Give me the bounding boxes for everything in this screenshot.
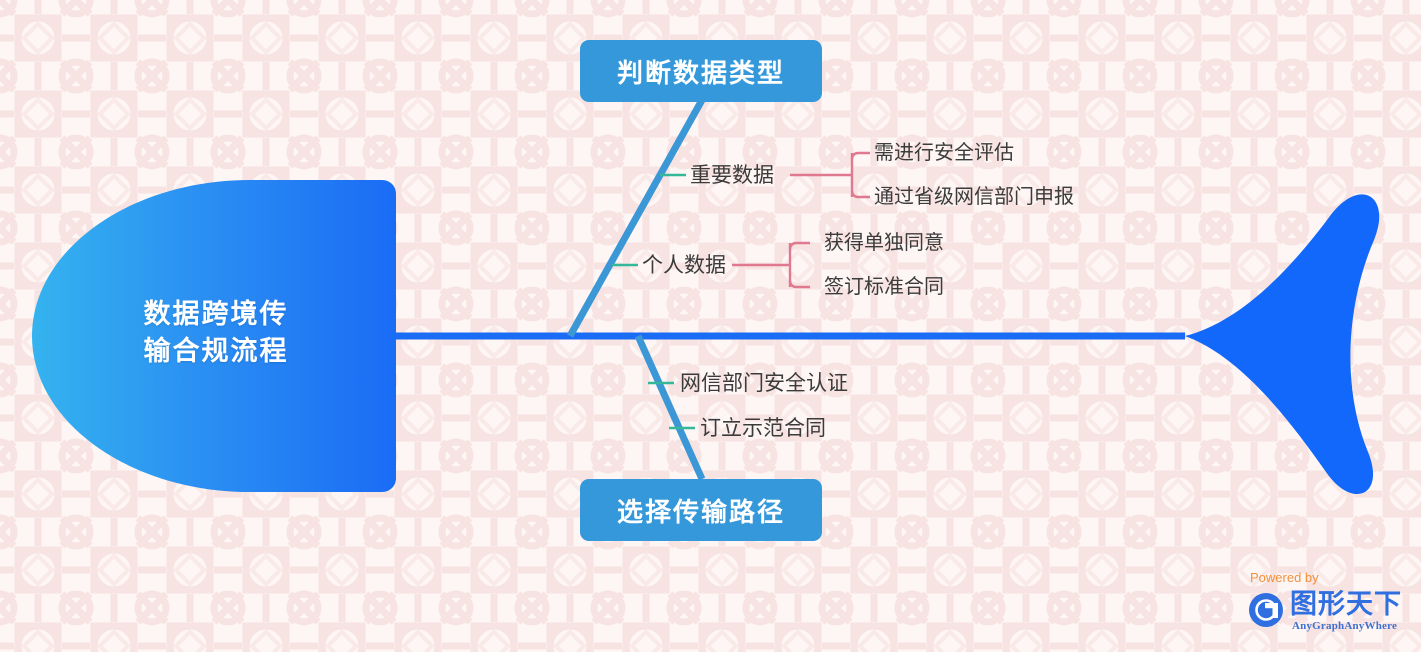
fish-head-title-line2: 输合规流程 <box>143 335 289 366</box>
tuxingtianxia-logo-icon <box>1249 593 1283 627</box>
sub-label-standard-contract[interactable]: 签订标准合同 <box>824 276 944 298</box>
branch-label-model-contract[interactable]: 订立示范合同 <box>700 417 826 440</box>
bone-upper <box>566 98 706 338</box>
fish-tail-shape <box>1185 194 1380 495</box>
sub-label-security-assessment[interactable]: 需进行安全评估 <box>874 142 1014 164</box>
category-box-choose-transfer-path[interactable]: 选择传输路径 <box>580 479 822 541</box>
bone-lower <box>634 334 706 481</box>
powered-by-label: Powered by <box>1250 570 1319 585</box>
fish-head-title: 数据跨境传 输合规流程 <box>96 296 336 369</box>
bracket-corner-personal-top <box>788 241 810 250</box>
bracket-corner-personal-bottom <box>788 280 810 289</box>
sub-label-provincial-cac-filing[interactable]: 通过省级网信部门申报 <box>874 186 1074 208</box>
bracket-corner-important-top <box>850 151 870 160</box>
branch-label-cac-certification[interactable]: 网信部门安全认证 <box>680 372 848 395</box>
branch-label-important-data[interactable]: 重要数据 <box>690 164 774 187</box>
watermark-brand: 图形天下 <box>1290 589 1402 620</box>
bracket-corner-important-bottom <box>850 190 870 199</box>
sub-label-separate-consent[interactable]: 获得单独同意 <box>824 232 944 254</box>
category-box-judge-data-type[interactable]: 判断数据类型 <box>580 40 822 102</box>
watermark-tagline: AnyGraphAnyWhere <box>1292 620 1398 632</box>
branch-label-personal-data[interactable]: 个人数据 <box>642 254 726 277</box>
fish-head-title-line1: 数据跨境传 <box>143 299 289 329</box>
watermark: Powered by 图形天下 AnyGraphAnyWhere <box>1246 570 1416 644</box>
